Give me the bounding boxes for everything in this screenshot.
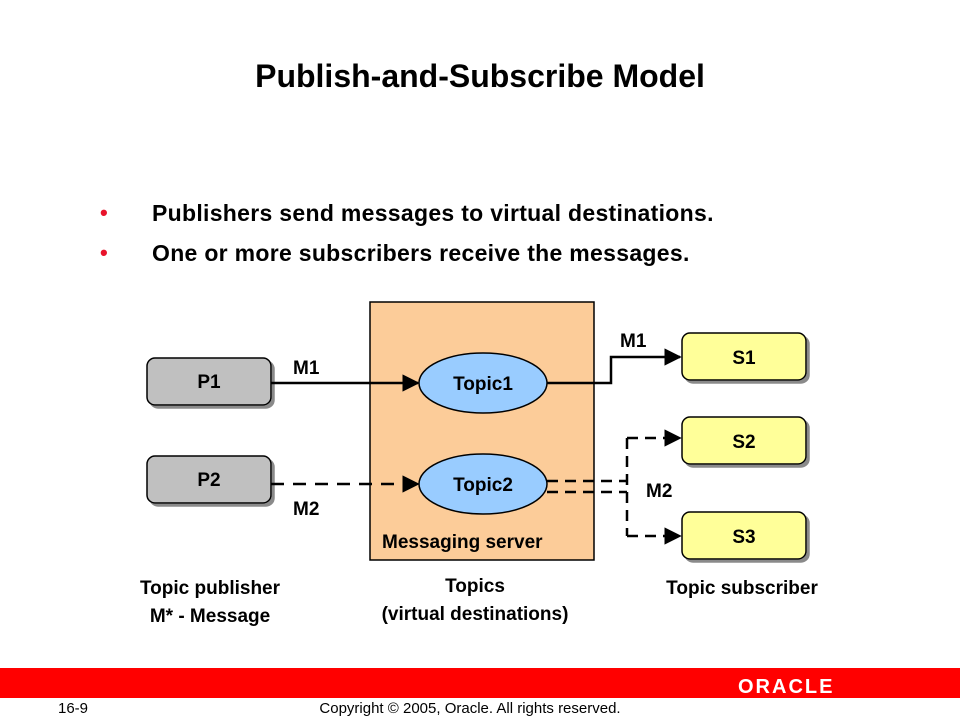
page-number: 16-9 [58,700,89,717]
topic1-label: Topic1 [453,374,513,395]
topics-caption-line1: Topics [445,576,505,597]
arrow-topic1-to-s1 [547,348,682,385]
publisher-p1-label: P1 [197,372,221,393]
subscriber-s1-label: S1 [732,348,756,369]
subscriber-caption-line1: Topic subscriber [666,578,818,599]
publisher-p2 [146,455,272,504]
publisher-caption-line2: M* - Message [149,606,271,627]
subscriber-s1 [681,332,807,381]
publisher-p1 [146,357,272,406]
subscriber-caption: Topic subscriber [632,575,852,603]
subscriber-s3-label: S3 [732,527,755,548]
subscriber-s2-label: S2 [732,432,755,453]
bullet-dot-icon: • [100,200,108,225]
slide-title: Publish-and-Subscribe Model [255,58,705,94]
label-m1-subscriber: M1 [620,331,647,352]
subscriber-s3 [681,511,807,560]
topics-caption: Topics (virtual destinations) [340,573,610,629]
footer-bar [0,668,960,698]
publisher-caption-line1: Topic publisher [139,578,281,599]
publisher-p2-label: P2 [197,470,220,491]
bullet-dot-icon: • [100,240,108,265]
subscriber-s2 [681,416,807,465]
topics-caption-line2: (virtual destinations) [381,604,569,625]
messaging-server-label: Messaging server [382,532,543,553]
copyright-text: Copyright © 2005, Oracle. All rights res… [319,700,621,717]
oracle-logo: ORACLE [738,676,835,698]
topic2-label: Topic2 [453,475,513,496]
label-m1-publisher: M1 [293,358,320,379]
label-m2-publisher: M2 [293,499,319,520]
label-m2-subscriber: M2 [646,481,672,502]
publisher-caption: Topic publisher M* - Message [100,575,320,631]
bullet-text: One or more subscribers receive the mess… [152,240,690,266]
bullet-text: Publishers send messages to virtual dest… [152,200,714,226]
arrow-topic2-to-s2-s3 [547,429,682,545]
messaging-server-box [369,301,595,561]
